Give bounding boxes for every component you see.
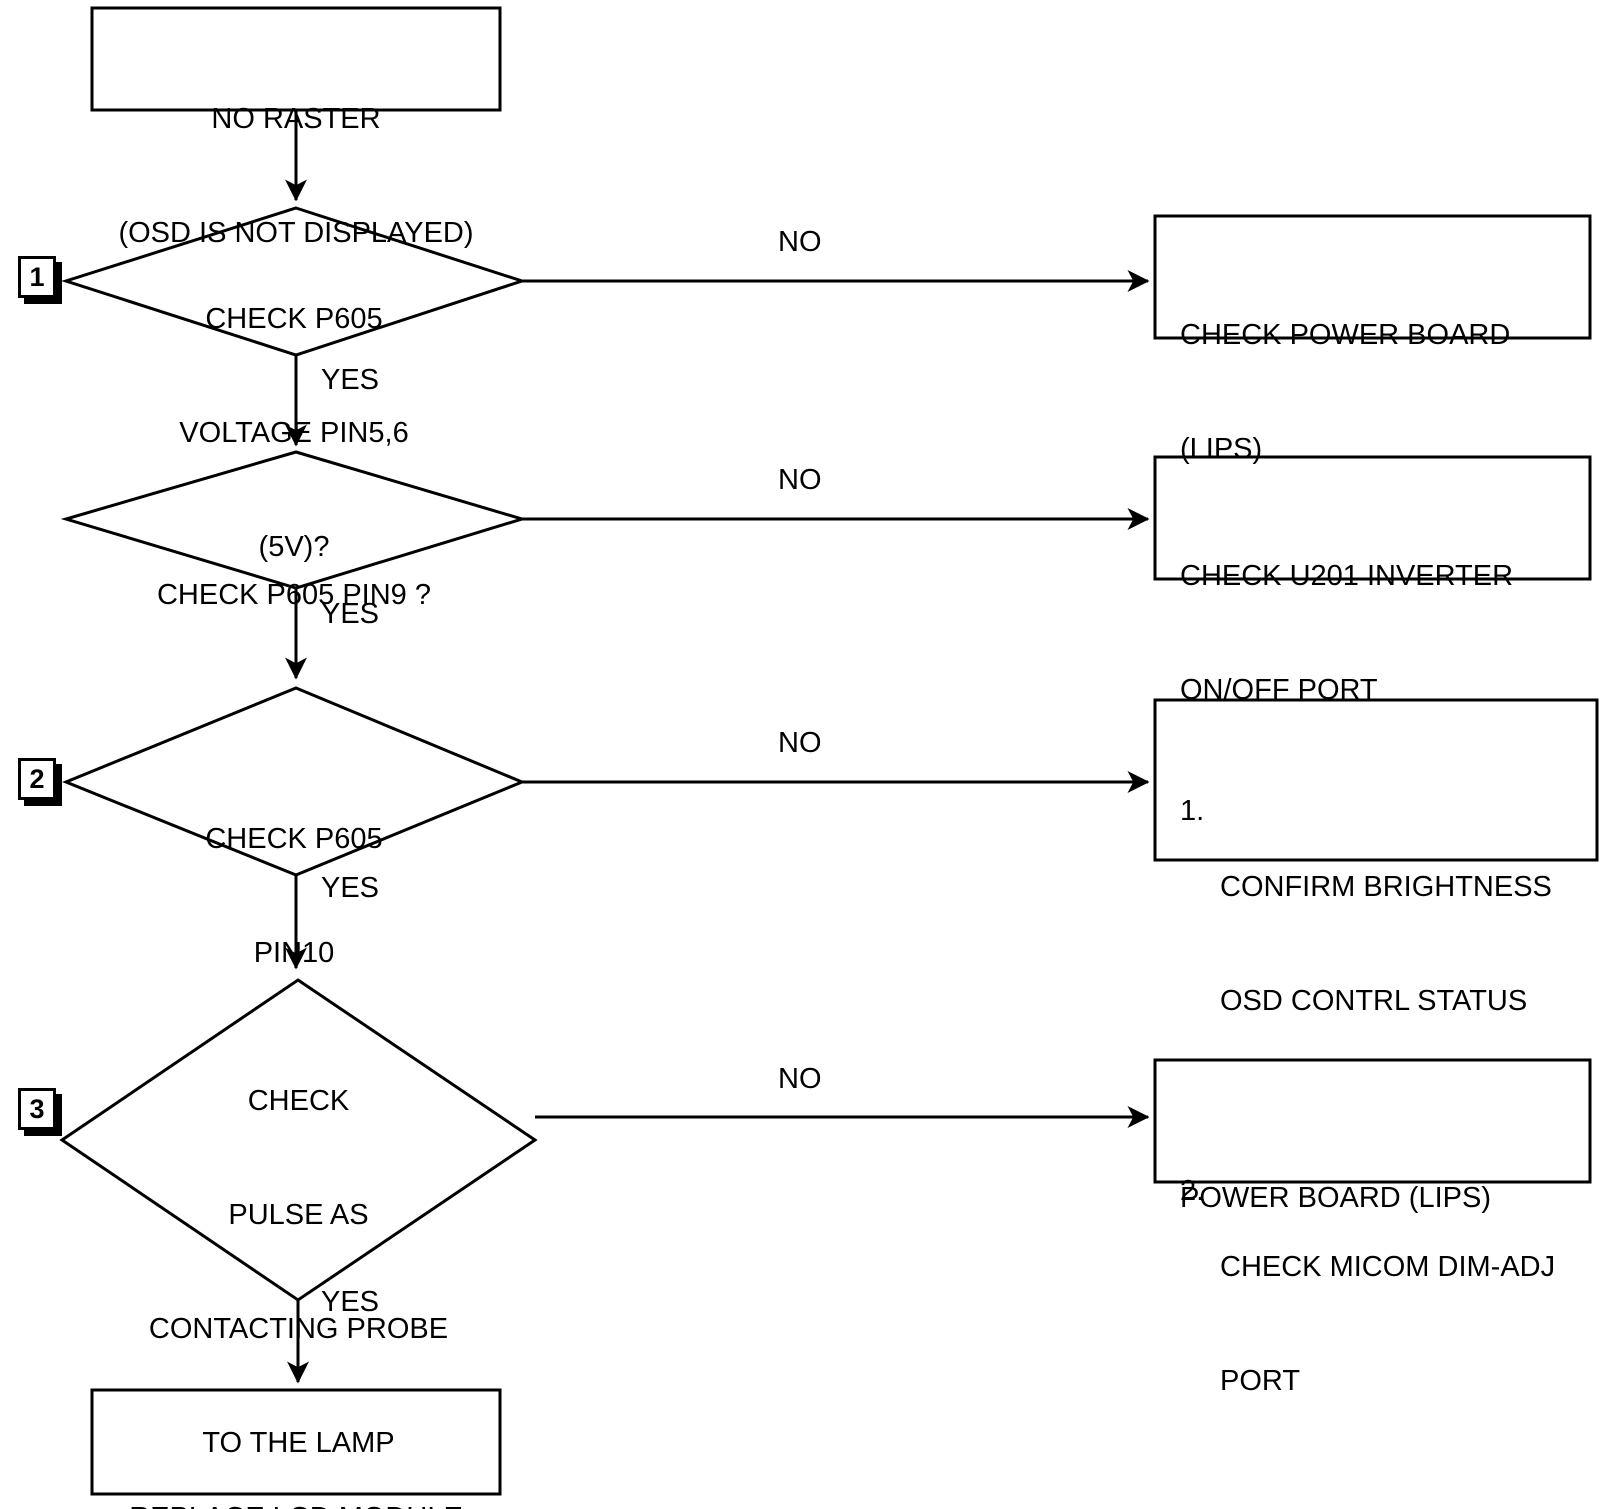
- step-marker-2-number: 2: [29, 763, 45, 794]
- step-marker-1: 1: [18, 256, 56, 298]
- decision4-shape: [59, 978, 538, 1302]
- result1-box-shape: [1153, 214, 1592, 340]
- edge-label-decision3-yes: YES: [321, 872, 380, 904]
- decision1-shape: [61, 206, 527, 357]
- end-box-shape: [90, 1388, 502, 1496]
- step-marker-3: 3: [18, 1088, 56, 1130]
- edge-label-decision4-yes: YES: [321, 1286, 380, 1318]
- edge-label-decision2-yes: YES: [321, 598, 380, 630]
- decision3-shape: [62, 686, 526, 877]
- decision2-shape: [60, 450, 528, 590]
- step-marker-2: 2: [18, 758, 56, 800]
- result2-box-shape: [1153, 455, 1592, 581]
- edge-label-decision4-no: NO: [778, 1063, 822, 1095]
- edge-label-decision3-no: NO: [778, 727, 822, 759]
- start-box-shape: [90, 6, 502, 112]
- step-marker-1-number: 1: [29, 261, 45, 292]
- edge-label-decision2-no: NO: [778, 464, 822, 496]
- edge-label-decision1-yes: YES: [321, 364, 380, 396]
- result4-box-shape: [1153, 1058, 1592, 1184]
- step-marker-3-number: 3: [29, 1093, 45, 1124]
- result3-box-shape: [1153, 698, 1599, 862]
- edge-label-decision1-no: NO: [778, 226, 822, 258]
